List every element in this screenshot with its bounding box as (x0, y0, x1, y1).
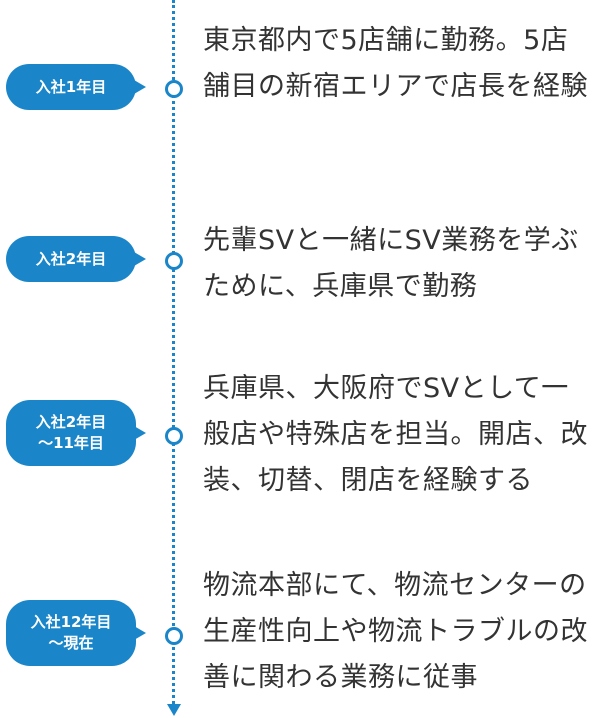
year-badge: 入社2年目 (6, 236, 146, 282)
timeline-line (172, 0, 175, 704)
entry-description: 兵庫県、大阪府でSVとして一般店や特殊店を担当。開店、改装、切替、閉店を経験する (203, 373, 588, 496)
year-badge-line: 入社2年目 (35, 249, 107, 268)
year-badge-line: 入社2年目 (35, 413, 107, 431)
year-badge-line: 入社1年目 (35, 77, 107, 96)
entry-description: 先輩SVと一緒にSV業務を学ぶために、兵庫県で勤務 (203, 225, 579, 302)
year-badge: 入社2年目 ～11年目 (6, 400, 146, 466)
timeline-arrow-icon (167, 704, 181, 716)
timeline-node-icon (165, 252, 183, 270)
year-badge: 入社1年目 (6, 64, 146, 110)
year-badge: 入社12年目 ～現在 (6, 600, 146, 666)
year-badge-line: ～現在 (48, 634, 94, 652)
year-badge-line: ～11年目 (38, 434, 104, 452)
timeline-node-icon (165, 627, 183, 645)
entry-description: 東京都内で5店舗に勤務。5店舗目の新宿エリアで店長を経験 (203, 25, 588, 102)
timeline-node-icon (165, 80, 183, 98)
timeline-node-icon (165, 427, 183, 445)
entry-description: 物流本部にて、物流センターの生産性向上や物流トラブルの改善に関わる業務に従事 (203, 570, 588, 693)
year-badge-line: 入社12年目 (30, 613, 112, 631)
